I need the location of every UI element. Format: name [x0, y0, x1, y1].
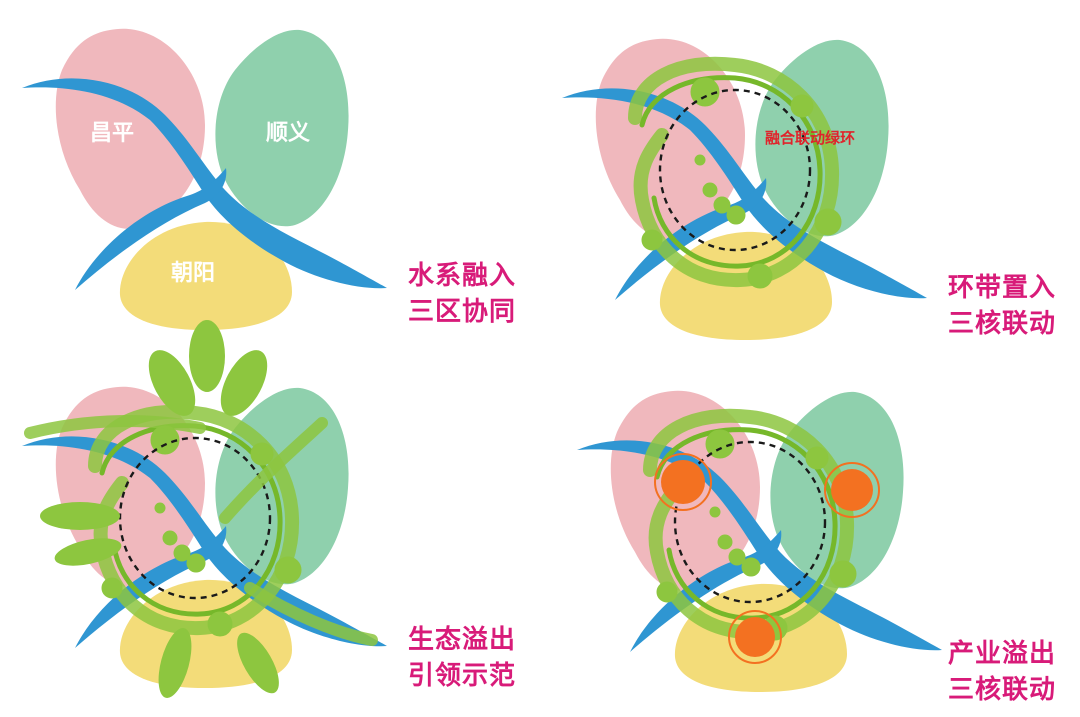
caption-line-1: 产业溢出 [948, 639, 1057, 669]
caption-line-1: 环带置入 [948, 273, 1057, 303]
caption-panel-3: 生态溢出 引领示范 [408, 622, 516, 694]
caption-line-2: 三核联动 [948, 675, 1057, 705]
caption-line-1: 生态溢出 [408, 625, 517, 655]
caption-line-2: 三区协同 [408, 297, 517, 327]
panel-2: 融合联动绿环 [562, 38, 927, 341]
caption-line-2: 三核联动 [948, 309, 1057, 339]
panel-1: 昌平 顺义 朝阳 [22, 28, 387, 331]
base-map [562, 38, 927, 341]
caption-panel-1: 水系融入 三区协同 [408, 258, 516, 330]
label-chaoyang: 朝阳 [171, 260, 215, 286]
core-chaoyang [735, 617, 775, 657]
caption-panel-2: 环带置入 三核联动 [948, 270, 1056, 342]
core-changping [661, 460, 705, 504]
label-shunyi: 顺义 [266, 121, 310, 146]
green-streaks [24, 415, 378, 646]
industry-cores [654, 453, 880, 664]
label-changping: 昌平 [90, 121, 134, 146]
green-petals [40, 320, 279, 698]
ring-label: 融合联动绿环 [765, 129, 855, 147]
caption-line-2: 引领示范 [408, 661, 517, 691]
caption-line-1: 水系融入 [408, 261, 517, 291]
caption-panel-4: 产业溢出 三核联动 [948, 636, 1056, 708]
panel-4 [577, 390, 942, 692]
panel-3 [22, 320, 387, 698]
core-shunyi [831, 469, 873, 511]
